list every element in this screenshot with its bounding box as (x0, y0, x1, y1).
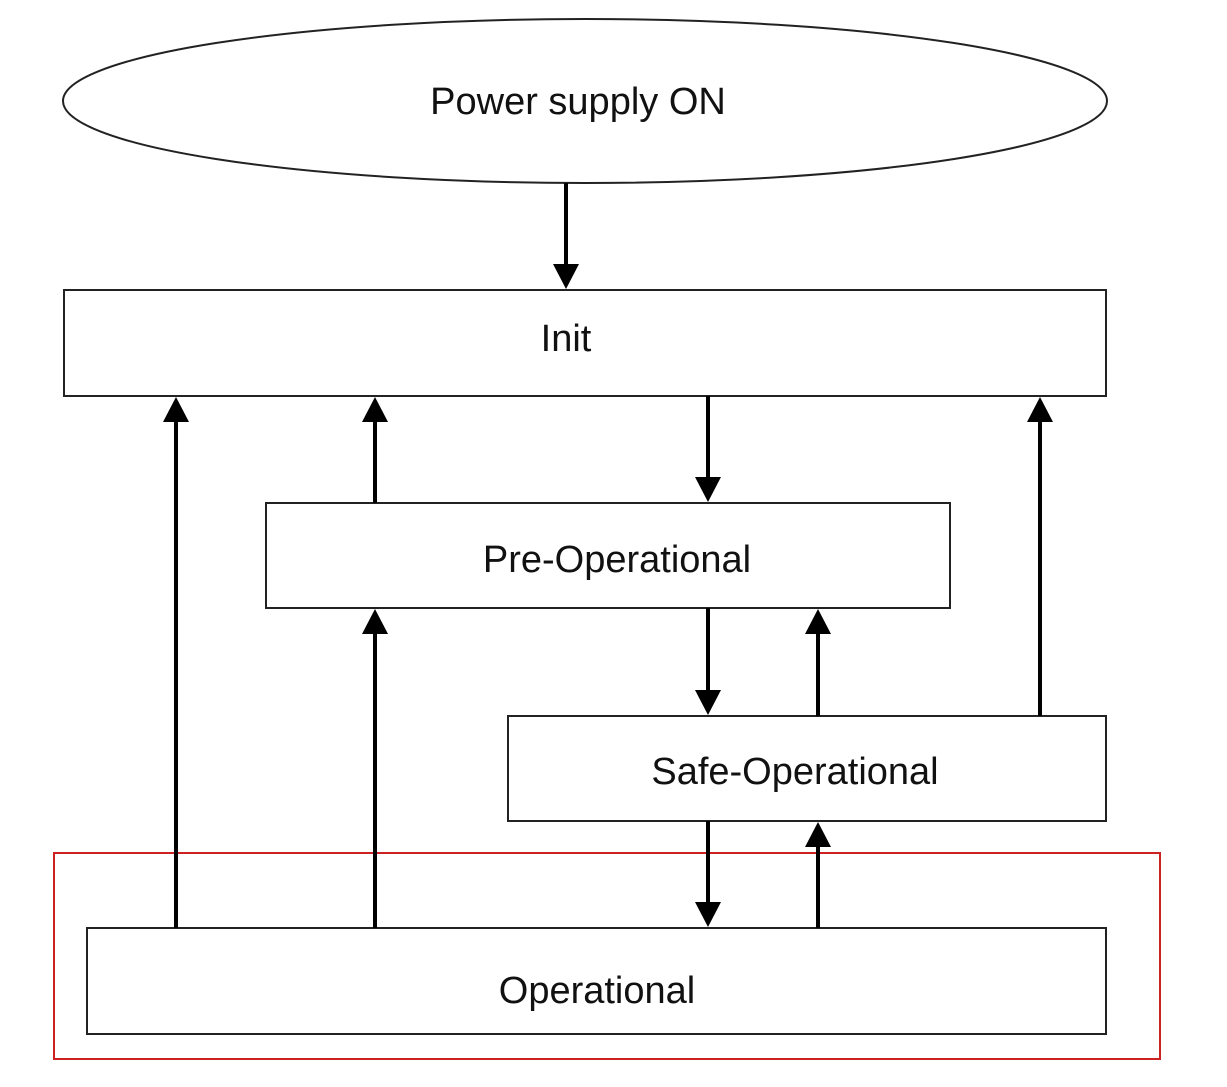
arrow-init-to-preop (695, 396, 721, 502)
arrow-safeop-to-op (695, 821, 721, 927)
arrow-preop-to-init (362, 397, 388, 503)
safe-operational-label: Safe-Operational (651, 751, 938, 793)
arrow-power-to-init (553, 183, 579, 289)
operational-state-node: Operational (86, 927, 1107, 1035)
safe-operational-state-node: Safe-Operational (507, 715, 1107, 822)
arrow-op-to-preop (362, 609, 388, 928)
operational-box (86, 927, 1107, 1035)
init-label: Init (541, 318, 592, 360)
pre-operational-state-node: Pre-Operational (265, 502, 951, 609)
pre-operational-label: Pre-Operational (483, 539, 751, 581)
power-supply-ellipse (62, 18, 1108, 184)
power-supply-on-node: Power supply ON (62, 18, 1108, 184)
init-state-node: Init (63, 289, 1107, 397)
safe-operational-box (507, 715, 1107, 822)
arrow-op-to-safeop (805, 822, 831, 928)
arrow-op-to-init (163, 397, 189, 928)
arrow-preop-to-safeop (695, 608, 721, 715)
init-box (63, 289, 1107, 397)
arrow-safeop-to-init (1027, 397, 1053, 716)
operational-highlight-frame (53, 852, 1161, 1060)
arrow-safeop-to-preop (805, 609, 831, 716)
pre-operational-box (265, 502, 951, 609)
power-supply-on-label: Power supply ON (430, 81, 726, 123)
operational-label: Operational (499, 970, 695, 1012)
